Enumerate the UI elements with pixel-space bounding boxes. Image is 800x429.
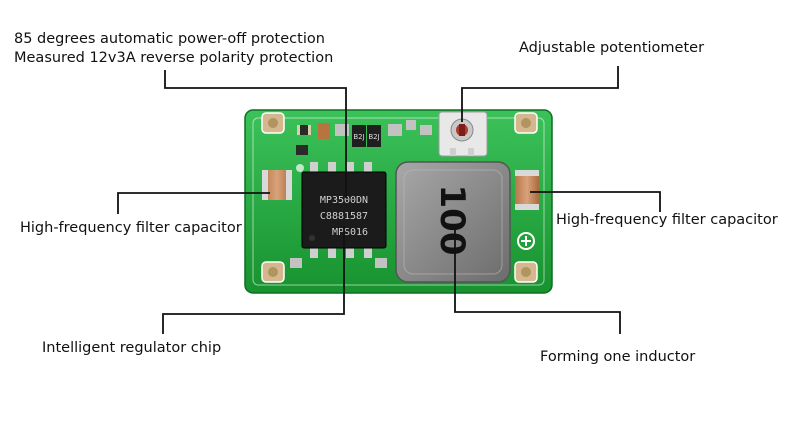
potentiometer [439,112,487,156]
smd-marked-1: B2J [352,125,366,147]
chip-marking-line3: MPS016 [332,227,368,238]
smd-mark-2: B2J [368,133,379,141]
chip-marking-line2: C8881587 [320,211,368,222]
smd-mark-1: B2J [353,133,364,141]
chip-marking-line1: MP3500DN [320,195,368,206]
inductor: 100 [396,162,510,282]
smd-marked-2: B2J [367,125,381,147]
filter-capacitor-right [515,170,539,210]
inductor-marking: 100 [432,185,472,256]
filter-capacitor-left [262,170,292,200]
